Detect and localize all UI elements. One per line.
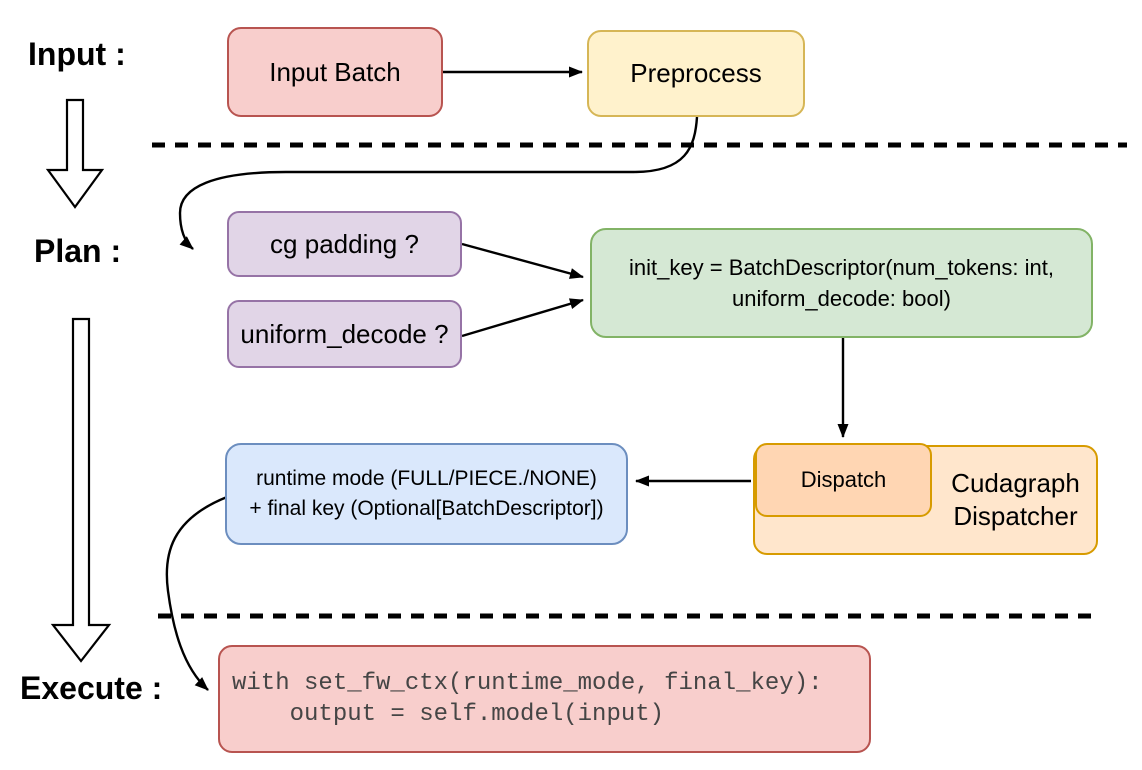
node-execute-code: with set_fw_ctx(runtime_mode, final_key)… xyxy=(218,645,871,753)
node-cudagraph-dispatcher-label: Cudagraph Dispatcher xyxy=(935,447,1096,553)
stage-label-input: Input : xyxy=(28,36,126,72)
node-preprocess-label: Preprocess xyxy=(630,58,762,88)
node-cg-padding-label: cg padding ? xyxy=(270,228,419,259)
node-init-key-line2: uniform_decode: bool) xyxy=(732,286,951,311)
node-dispatch: Dispatch xyxy=(755,443,932,517)
stage-label-plan: Plan : xyxy=(34,233,122,269)
arrow-runtime-mode-to-execute-code xyxy=(165,495,228,691)
node-runtime-mode: runtime mode (FULL/PIECE./NONE) + final … xyxy=(225,443,628,545)
node-init-key-line1: init_key = BatchDescriptor(num_tokens: i… xyxy=(629,255,1054,280)
node-init-key: init_key = BatchDescriptor(num_tokens: i… xyxy=(590,228,1093,338)
hollow-arrow-plan-to-execute-icon xyxy=(50,317,112,663)
node-execute-code-line1: with set_fw_ctx(runtime_mode, final_key)… xyxy=(232,670,823,697)
node-input-batch-label: Input Batch xyxy=(269,56,401,87)
node-cg-padding: cg padding ? xyxy=(227,211,462,277)
node-runtime-mode-line1: runtime mode (FULL/PIECE./NONE) xyxy=(256,467,597,490)
node-preprocess: Preprocess xyxy=(587,30,805,117)
node-uniform-decode-label: uniform_decode ? xyxy=(240,318,449,349)
node-dispatch-label: Dispatch xyxy=(800,467,887,492)
arrow-uniform-decode-to-init-key xyxy=(461,298,584,338)
node-execute-code-line2: output = self.model(input) xyxy=(232,701,665,728)
node-input-batch: Input Batch xyxy=(227,27,443,117)
node-cudagraph-dispatcher-line2: Dispatcher xyxy=(953,501,1078,531)
hollow-arrow-input-to-plan-icon xyxy=(45,98,105,209)
node-cudagraph-dispatcher-line1: Cudagraph xyxy=(951,468,1080,498)
node-runtime-mode-line2: + final key (Optional[BatchDescriptor]) xyxy=(249,497,604,520)
arrow-cg-padding-to-init-key xyxy=(461,242,584,279)
stage-label-execute: Execute : xyxy=(20,670,163,706)
arrow-preprocess-to-cg-padding xyxy=(178,116,699,250)
node-uniform-decode: uniform_decode ? xyxy=(227,300,462,368)
